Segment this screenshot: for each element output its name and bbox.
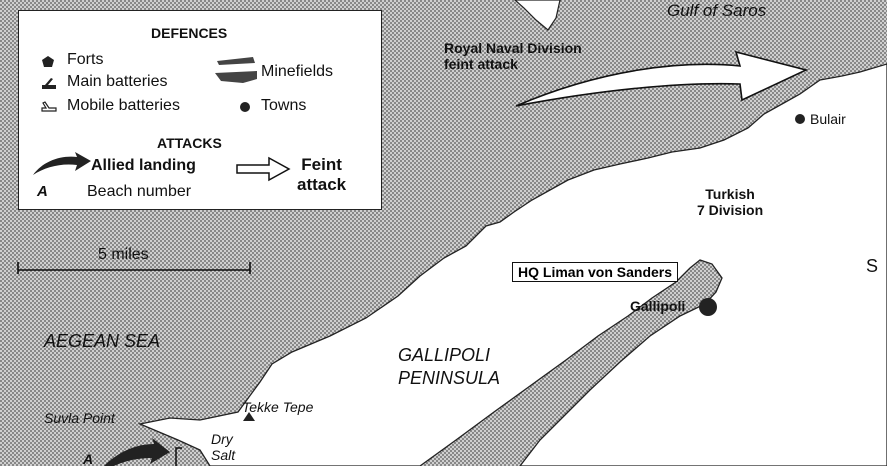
suvla-point-label: Suvla Point (44, 410, 115, 426)
main-battery-icon (42, 78, 56, 89)
turkish-line2: 7 Division (697, 202, 764, 219)
feint-attack-arrow (515, 50, 809, 107)
hq-liman-von-sanders-label: HQ Liman von Sanders (512, 262, 679, 282)
legend-defences-title: DEFENCES (151, 25, 228, 41)
bulair-label: Bulair (810, 111, 846, 127)
gulf-of-saros-label: Gulf of Saros (667, 1, 767, 20)
fort-icon (42, 56, 54, 67)
gallipoli-town-dot (699, 298, 717, 316)
legend-minefields: Minefields (261, 63, 334, 80)
feint-attack-icon (236, 156, 291, 182)
legend-forts: Forts (67, 51, 104, 68)
scale-bar (17, 262, 251, 274)
turkish-line1: Turkish (705, 186, 755, 202)
legend-towns: Towns (261, 97, 307, 114)
legend-attacks-title: ATTACKS (157, 135, 222, 151)
dry-salt-label: Dry Salt (211, 431, 235, 463)
legend-feint-line2: attack (297, 174, 347, 194)
mobile-battery-icon (41, 101, 57, 112)
legend-feint-attack: Feint attack (297, 155, 346, 194)
legend-allied-landing: Allied landing (91, 157, 196, 174)
peninsula-line1: GALLIPOLI (398, 345, 491, 365)
legend-beach-number: Beach number (87, 183, 192, 200)
rnd-line1: Royal Naval Division (444, 40, 582, 56)
minefield-icon (215, 57, 257, 83)
gallipoli-town-label: Gallipoli (630, 298, 686, 314)
gallipoli-peninsula-label: GALLIPOLI PENINSULA (398, 344, 500, 389)
bulair-town-dot (795, 114, 805, 124)
aegean-sea-label: AEGEAN SEA (44, 331, 161, 351)
bracket-mark (175, 447, 182, 466)
map-legend: DEFENCES Forts Main batteries Mobile bat… (18, 10, 382, 210)
legend-feint-line1: Feint (301, 155, 342, 174)
rnd-line2: feint attack (444, 56, 518, 73)
tekke-tepe-marker (243, 412, 255, 421)
peninsula-line2: PENINSULA (398, 367, 501, 388)
allied-landing-icon (33, 152, 91, 175)
legend-main-batteries: Main batteries (67, 73, 168, 90)
town-icon (240, 102, 250, 112)
dry-line1: Dry (211, 431, 233, 447)
dry-line2: Salt (211, 447, 236, 464)
north-coast-land (514, 0, 561, 31)
tekke-tepe-label: Tekke Tepe (242, 399, 314, 415)
legend-beach-symbol: A (37, 183, 48, 200)
rnd-feint-label: Royal Naval Division feint attack (444, 40, 582, 72)
beach-a-label: A (83, 451, 94, 466)
scale-label: 5 miles (98, 246, 149, 263)
legend-mobile-batteries: Mobile batteries (67, 97, 180, 114)
turkish-division-label: Turkish 7 Division (697, 186, 763, 218)
edge-label-s: S (866, 256, 879, 276)
allied-landing-arrow (104, 438, 170, 466)
